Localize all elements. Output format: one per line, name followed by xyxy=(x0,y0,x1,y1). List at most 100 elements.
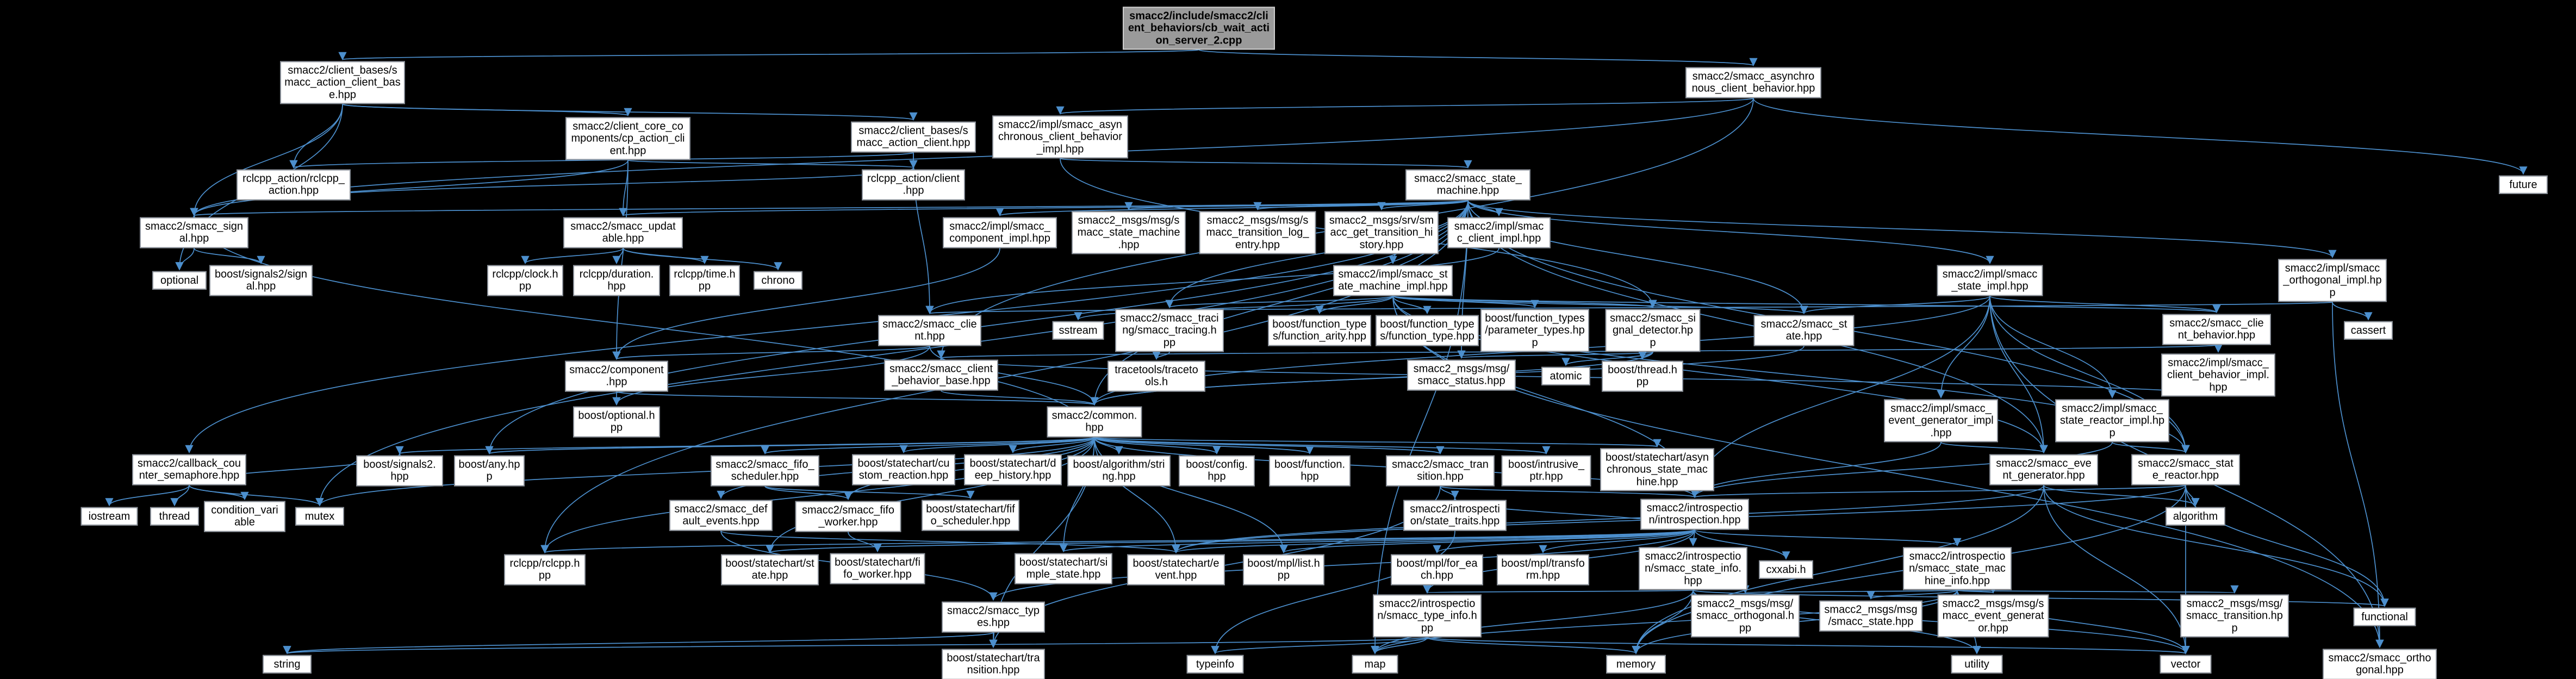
graph-node-updatable[interactable]: smacc2/smacc_updatable.hpp xyxy=(563,217,683,248)
graph-node-rclact[interactable]: rclcpp_action/rclcpp_action.hpp xyxy=(237,169,351,201)
graph-node-eventgenimpl[interactable]: smacc2/impl/smacc_event_generator_impl.h… xyxy=(1884,399,1998,443)
graph-node-msg_evg[interactable]: smacc2_msgs/msg/smacc_event_generator.hp… xyxy=(1937,594,2049,638)
graph-node-async[interactable]: smacc2/smacc_asynchronous_client_behavio… xyxy=(1685,67,1821,98)
graph-node-msg_trans[interactable]: smacc2_msgs/msg/smacc_transition.hpp xyxy=(2180,594,2289,638)
graph-node-acb[interactable]: smacc2/client_bases/smacc_action_client_… xyxy=(280,61,405,104)
edge-signal-to-bsig2sig xyxy=(194,248,265,265)
graph-node-fifoworker[interactable]: smacc2/smacc_fifo_worker.hpp xyxy=(795,501,901,532)
graph-node-bsig2sig[interactable]: boost/signals2/signal.hpp xyxy=(209,265,313,296)
graph-node-string[interactable]: string xyxy=(263,655,312,674)
graph-node-defevents[interactable]: smacc2/smacc_default_events.hpp xyxy=(669,500,773,531)
graph-node-msg_state[interactable]: smacc2_msgs/msg/smacc_state.hpp xyxy=(1819,600,1922,632)
graph-node-chrono[interactable]: chrono xyxy=(754,271,802,290)
graph-node-fttype[interactable]: boost/function_types/function_type.hpp xyxy=(1376,315,1479,346)
graph-node-eventgen[interactable]: smacc2/smacc_event_generator.hpp xyxy=(1989,454,2098,485)
graph-node-sstream[interactable]: sstream xyxy=(1052,321,1104,340)
graph-node-rclactclient[interactable]: rclcpp_action/client.hpp xyxy=(862,169,965,201)
graph-node-sm[interactable]: smacc2/smacc_state_machine.hpp xyxy=(1405,169,1530,201)
graph-node-introspection[interactable]: smacc2/introspection/introspection.hpp xyxy=(1640,499,1749,530)
graph-node-map[interactable]: map xyxy=(1352,655,1398,674)
graph-node-compimpl[interactable]: smacc2/impl/smacc_component_impl.hpp xyxy=(943,217,1057,248)
graph-node-bany[interactable]: boost/any.hpp xyxy=(454,455,525,487)
graph-node-msg_tle[interactable]: smacc2_msgs/msg/smacc_transition_log_ent… xyxy=(1199,211,1316,254)
graph-node-rclcpp[interactable]: rclcpp/rclcpp.hpp xyxy=(504,554,586,585)
graph-node-thread[interactable]: thread xyxy=(150,507,199,526)
graph-node-algorithm[interactable]: algorithm xyxy=(2166,507,2225,526)
graph-node-srv_gth[interactable]: smacc2_msgs/srv/smacc_get_transition_his… xyxy=(1324,211,1439,254)
graph-node-asyncsm[interactable]: boost/statechart/asynchronous_state_mach… xyxy=(1600,448,1714,491)
graph-node-mplforeach[interactable]: boost/mpl/for_each.hpp xyxy=(1391,554,1483,585)
graph-node-msg_orth[interactable]: smacc2_msgs/msg/smacc_orthogonal.hpp xyxy=(1691,594,1800,638)
graph-node-msg_status[interactable]: smacc2_msgs/msg/smacc_status.hpp xyxy=(1407,359,1516,391)
graph-node-bfunction[interactable]: boost/function.hpp xyxy=(1269,455,1351,487)
graph-node-scfifosched[interactable]: boost/statechart/fifo_scheduler.hpp xyxy=(922,500,1019,531)
graph-node-msg_sm[interactable]: smacc2_msgs/msg/smacc_state_machine.hpp xyxy=(1072,211,1186,254)
graph-node-condvar[interactable]: condition_variable xyxy=(204,501,285,532)
graph-node-scevent[interactable]: boost/statechart/event.hpp xyxy=(1127,554,1225,585)
graph-node-sigdet[interactable]: smacc2/smacc_signal_detector.hpp xyxy=(1605,309,1701,352)
graph-node-cbb[interactable]: smacc2/smacc_client_behavior_base.hpp xyxy=(884,359,998,391)
edge-sm-to-mutex xyxy=(315,200,1469,507)
graph-node-sminfo[interactable]: smacc2/introspection/smacc_state_machine… xyxy=(1903,547,2012,590)
graph-node-common[interactable]: smacc2/common.hpp xyxy=(1047,406,1142,438)
graph-node-intrusive[interactable]: boost/intrusive_ptr.hpp xyxy=(1501,455,1591,487)
graph-node-time[interactable]: rclcpp/time.hpp xyxy=(669,265,740,296)
graph-node-atomic[interactable]: atomic xyxy=(1541,366,1590,386)
graph-node-typeinfo[interactable]: typeinfo xyxy=(1186,655,1244,674)
graph-node-sctransition[interactable]: boost/statechart/transition.hpp xyxy=(942,649,1045,679)
graph-node-transition[interactable]: smacc2/smacc_transition.hpp xyxy=(1386,455,1495,487)
graph-node-future[interactable]: future xyxy=(2499,175,2548,195)
graph-node-signal[interactable]: smacc2/smacc_signal.hpp xyxy=(140,217,248,248)
graph-node-simplestate[interactable]: boost/statechart/simple_state.hpp xyxy=(1015,553,1112,584)
graph-node-memory[interactable]: memory xyxy=(1606,655,1666,674)
graph-node-orthogonal[interactable]: smacc2/smacc_orthogonal.hpp xyxy=(2323,649,2437,679)
graph-node-bconfig[interactable]: boost/config.hpp xyxy=(1179,455,1255,487)
graph-node-stateimpl[interactable]: smacc2/impl/smacc_state_impl.hpp xyxy=(1937,265,2043,296)
graph-node-orthimpl[interactable]: smacc2/impl/smacc_orthogonal_impl.hpp xyxy=(2278,259,2387,302)
graph-node-sreactimpl[interactable]: smacc2/impl/smacc_state_reactor_impl.hpp xyxy=(2055,399,2169,443)
graph-node-sreact[interactable]: smacc2/smacc_state_reactor.hpp xyxy=(2131,454,2240,485)
graph-node-duration[interactable]: rclcpp/duration.hpp xyxy=(573,265,660,296)
graph-node-asyncimpl[interactable]: smacc2/impl/smacc_asynchronous_client_be… xyxy=(992,115,1128,159)
graph-node-optional[interactable]: optional xyxy=(152,271,207,290)
graph-node-vector[interactable]: vector xyxy=(2160,655,2212,674)
graph-node-ftarity[interactable]: boost/function_types/function_arity.hpp xyxy=(1268,315,1371,346)
graph-node-bthread[interactable]: boost/thread.hpp xyxy=(1602,360,1683,392)
graph-node-mpllist[interactable]: boost/mpl/list.hpp xyxy=(1243,554,1324,585)
graph-node-functional[interactable]: functional xyxy=(2353,607,2416,627)
graph-node-mutex[interactable]: mutex xyxy=(295,507,344,526)
graph-node-utility[interactable]: utility xyxy=(1951,655,2003,674)
graph-node-clientimpl[interactable]: smacc2/impl/smacc_client_impl.hpp xyxy=(1447,217,1551,248)
graph-node-ftparam[interactable]: boost/function_types/parameter_types.hpp xyxy=(1480,309,1589,352)
graph-node-clock[interactable]: rclcpp/clock.hpp xyxy=(487,265,563,296)
graph-node-smimpl[interactable]: smacc2/impl/smacc_state_machine_impl.hpp xyxy=(1333,265,1453,296)
graph-node-custreact[interactable]: boost/statechart/custom_reaction.hpp xyxy=(852,454,955,485)
graph-node-cxxabi[interactable]: cxxabi.h xyxy=(1759,560,1813,580)
graph-node-ccsem[interactable]: smacc2/callback_counter_semaphore.hpp xyxy=(132,454,246,485)
graph-node-tracing[interactable]: smacc2/smacc_tracing/smacc_tracing.hpp xyxy=(1115,309,1224,352)
graph-node-bsig2[interactable]: boost/signals2.hpp xyxy=(356,455,443,487)
graph-node-client[interactable]: smacc2/smacc_client.hpp xyxy=(878,315,981,346)
graph-node-cb[interactable]: smacc2/smacc_client_behavior.hpp xyxy=(2162,314,2271,345)
graph-node-statetraits[interactable]: smacc2/introspection/state_traits.hpp xyxy=(1403,500,1507,531)
graph-node-iostream[interactable]: iostream xyxy=(80,507,138,526)
graph-node-typeinfo2[interactable]: smacc2/introspection/smacc_type_info.hpp xyxy=(1373,594,1482,638)
graph-node-cpac[interactable]: smacc2/client_core_components/cp_action_… xyxy=(565,117,690,160)
graph-node-types[interactable]: smacc2/smacc_types.hpp xyxy=(942,601,1045,633)
graph-node-boptional[interactable]: boost/optional.hpp xyxy=(573,406,660,438)
graph-node-state[interactable]: smacc2/smacc_state.hpp xyxy=(1753,315,1855,346)
graph-node-cbimpl[interactable]: smacc2/impl/smacc_client_behavior_impl.h… xyxy=(2161,353,2275,397)
graph-node-mpltransform[interactable]: boost/mpl/transform.hpp xyxy=(1497,554,1589,585)
graph-node-tracetools[interactable]: tracetools/tracetools.h xyxy=(1107,360,1205,392)
graph-node-cassert[interactable]: cassert xyxy=(2344,321,2393,340)
graph-node-fifosched[interactable]: smacc2/smacc_fifo_scheduler.hpp xyxy=(711,455,819,487)
edge-orthimpl-to-client xyxy=(927,301,2333,314)
graph-node-algstring[interactable]: boost/algorithm/string.hpp xyxy=(1067,455,1171,487)
edge-asyncimpl-to-sm xyxy=(1060,158,1472,169)
graph-node-scfifoworker[interactable]: boost/statechart/fifo_worker.hpp xyxy=(830,553,925,584)
graph-node-component[interactable]: smacc2/component.hpp xyxy=(565,360,668,392)
graph-node-scstate[interactable]: boost/statechart/state.hpp xyxy=(721,554,819,585)
graph-node-ac[interactable]: smacc2/client_bases/smacc_action_client.… xyxy=(851,121,976,153)
graph-node-deephist[interactable]: boost/statechart/deep_history.hpp xyxy=(964,454,1062,485)
graph-node-stateinfo[interactable]: smacc2/introspection/smacc_state_info.hp… xyxy=(1639,547,1747,590)
